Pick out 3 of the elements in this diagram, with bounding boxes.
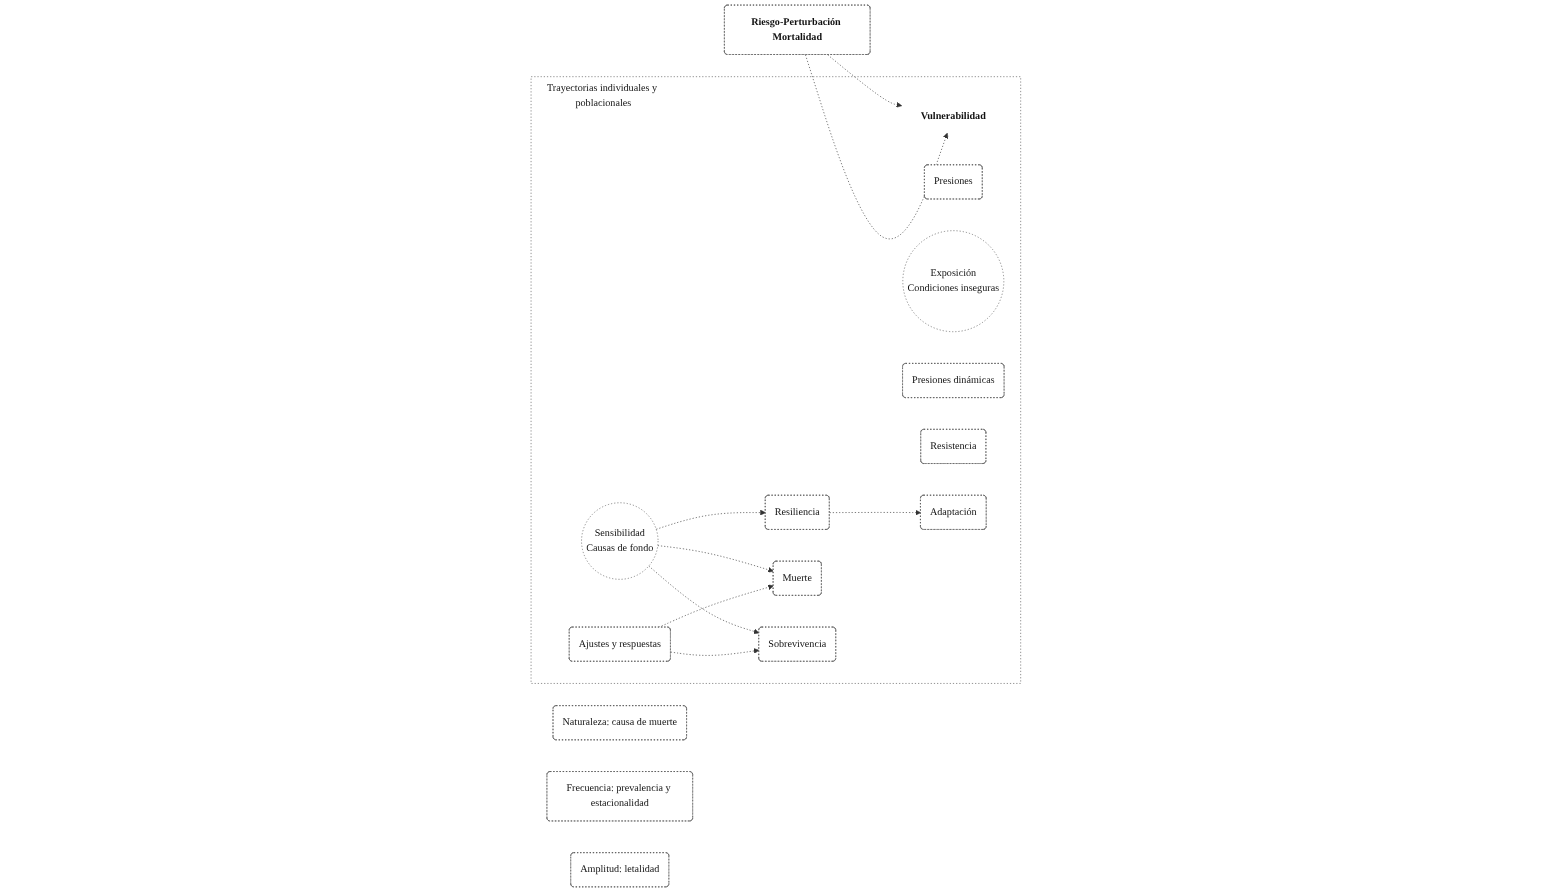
node-circle — [580, 502, 658, 580]
cluster — [529, 76, 1021, 684]
node-circle — [901, 230, 1004, 333]
